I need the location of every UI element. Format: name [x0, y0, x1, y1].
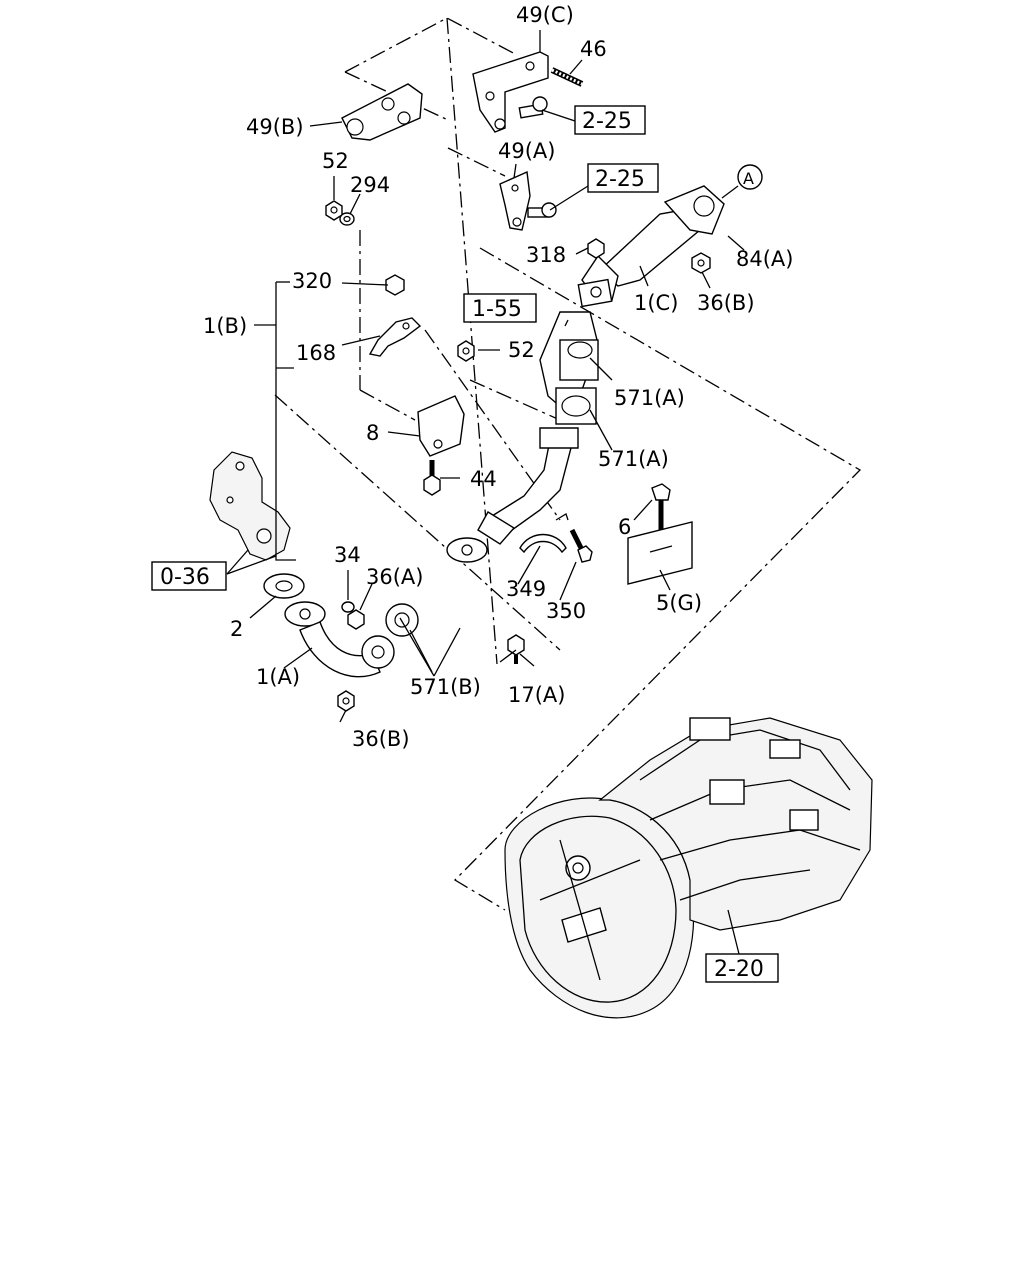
bracket-49b — [341, 83, 423, 141]
label-36b-upper: 36(B) — [697, 291, 755, 315]
label-294: 294 — [350, 173, 390, 197]
bolt-2-25-lower — [527, 202, 557, 218]
nut-320 — [385, 274, 405, 296]
label-318: 318 — [526, 243, 566, 267]
gasket-2 — [263, 573, 305, 599]
bolt-2-25-upper — [518, 96, 548, 119]
stud-46 — [550, 67, 584, 87]
bracket-49c — [472, 51, 549, 133]
label-52-lower: 52 — [508, 338, 535, 362]
bolt-44 — [423, 460, 441, 496]
label-6: 6 — [618, 515, 631, 539]
washer-34 — [341, 601, 355, 613]
label-350: 350 — [546, 599, 586, 623]
label-1b: 1(B) — [203, 314, 247, 338]
label-8: 8 — [366, 421, 379, 445]
label-49a: 49(A) — [498, 139, 555, 163]
label-36b-lower: 36(B) — [352, 727, 410, 751]
label-1a: 1(A) — [256, 665, 300, 689]
washer-294 — [339, 212, 355, 226]
exhaust-manifold — [209, 451, 291, 561]
plate-5g — [627, 521, 693, 585]
leader-lines — [226, 30, 745, 959]
front-exhaust-pipe — [446, 427, 579, 563]
ref-2-20: 2-20 — [714, 957, 764, 982]
gasket-571b — [385, 603, 419, 637]
bolt-350 — [569, 528, 593, 563]
clamp-349 — [519, 513, 569, 554]
transmission-assembly — [504, 717, 873, 1019]
assembly-outline-lines — [274, 17, 862, 911]
bolt-6 — [651, 483, 671, 530]
label-46: 46 — [580, 37, 607, 61]
label-349: 349 — [506, 577, 546, 601]
label-44: 44 — [470, 467, 497, 491]
label-17a: 17(A) — [508, 683, 565, 707]
ref-0-36: 0-36 — [160, 565, 210, 590]
callout-labels: 49(C) 46 49(B) 52 294 49(A) 318 84(A) 1(… — [203, 3, 793, 751]
ref-2-25-upper: 2-25 — [582, 109, 632, 134]
label-571a-upper: 571(A) — [614, 386, 685, 410]
nut-52-upper — [325, 200, 343, 221]
front-pipe-1a — [284, 601, 395, 678]
muffler-pipe-1c — [577, 185, 725, 308]
nut-36b-lower — [337, 690, 355, 712]
ref-2-25-lower: 2-25 — [595, 167, 645, 192]
bracket-49a — [499, 170, 531, 231]
nut-36b-upper — [691, 252, 711, 274]
bolt-17a — [507, 634, 525, 664]
label-168: 168 — [296, 341, 336, 365]
nut-52-lower — [457, 340, 475, 362]
label-571a-lower: 571(A) — [598, 447, 669, 471]
bracket-8 — [417, 395, 465, 457]
label-circle-a: A — [743, 169, 754, 188]
label-34: 34 — [334, 543, 361, 567]
label-36a: 36(A) — [366, 565, 423, 589]
label-49c: 49(C) — [516, 3, 574, 27]
label-320: 320 — [292, 269, 332, 293]
label-1c: 1(C) — [634, 291, 678, 315]
bracket-168 — [368, 317, 422, 357]
nut-36a — [347, 609, 365, 630]
nut-318 — [587, 238, 605, 259]
label-5g: 5(G) — [656, 591, 702, 615]
circle-a-marker — [737, 164, 763, 190]
ref-1-55: 1-55 — [472, 297, 522, 322]
reference-boxes: 2-25 2-25 1-55 0-36 2-20 — [151, 105, 779, 983]
exhaust-brake-section — [539, 311, 599, 425]
label-571b: 571(B) — [410, 675, 481, 699]
label-49b: 49(B) — [246, 115, 304, 139]
label-2: 2 — [230, 617, 243, 641]
label-52-upper: 52 — [322, 149, 349, 173]
label-84a: 84(A) — [736, 247, 793, 271]
